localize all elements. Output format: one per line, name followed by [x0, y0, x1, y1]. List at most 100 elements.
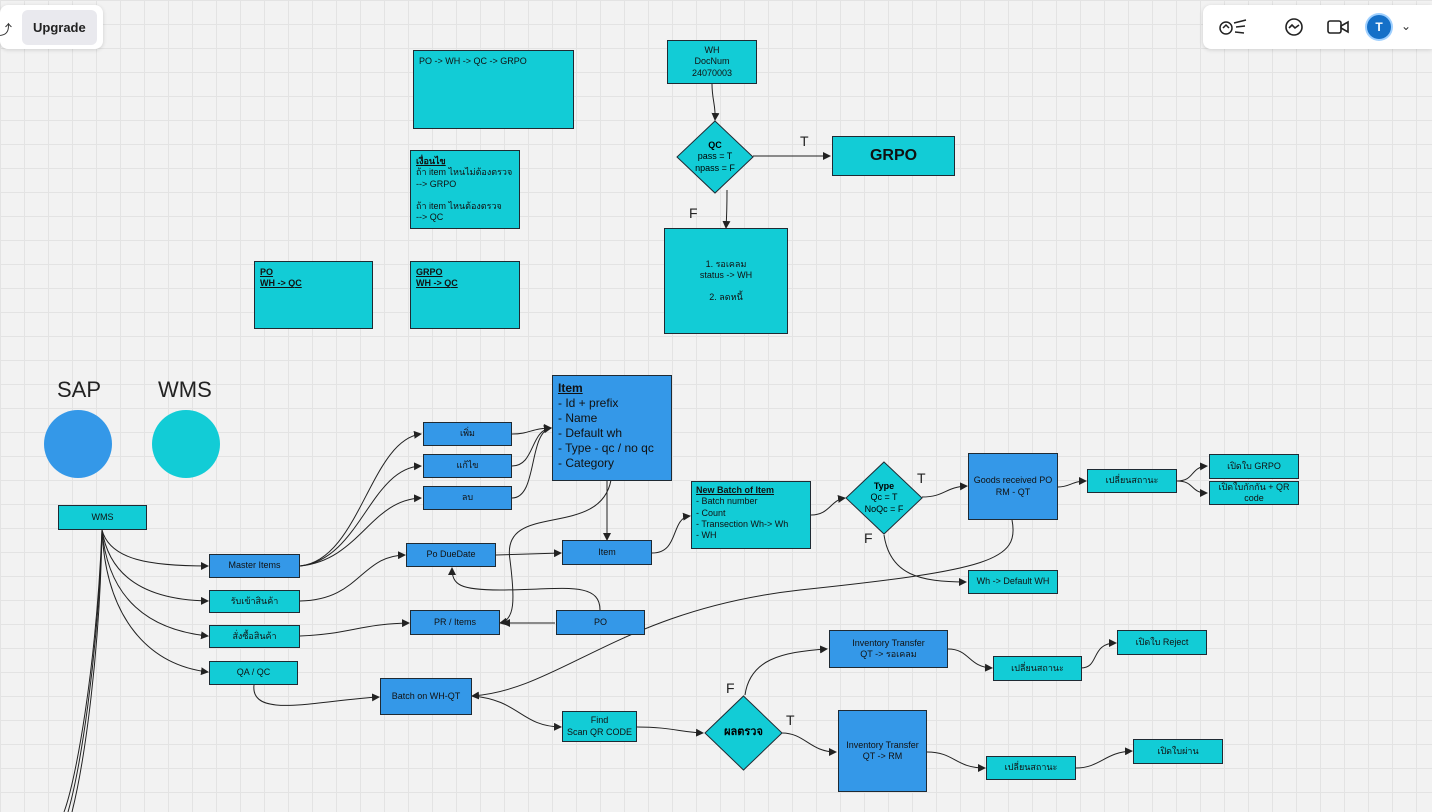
- result-true-label: T: [786, 712, 795, 728]
- node-text: เพิ่ม: [460, 428, 475, 439]
- node-text: QA / QC: [236, 667, 271, 678]
- grpo-node[interactable]: GRPO: [832, 136, 955, 176]
- node-text: PO: [593, 616, 607, 627]
- po-duedate-node[interactable]: Po DueDate: [406, 543, 496, 567]
- type-qc: Qc = T: [870, 492, 898, 503]
- sap-label: SAP: [57, 377, 102, 402]
- qc-pass: pass = T: [697, 151, 733, 162]
- inspection-result-decision[interactable]: ผลตรวจ: [704, 695, 783, 771]
- delete-node[interactable]: ลบ: [423, 486, 512, 510]
- open-pass-node[interactable]: เปิดใบผ่าน: [1133, 739, 1223, 764]
- order-goods-node[interactable]: สั่งซื้อสินค้า: [209, 625, 300, 648]
- goods-received-node[interactable]: Goods received PO RM - QT: [968, 453, 1058, 520]
- node-text: 1. รอเคลม status -> WH 2. ลดหนี้: [699, 258, 753, 303]
- wh-default-node[interactable]: Wh -> Default WH: [968, 570, 1058, 594]
- add-node[interactable]: เพิ่ม: [423, 422, 512, 446]
- node-text: เปลี่ยนสถานะ: [1105, 475, 1159, 486]
- qa-qc-node[interactable]: QA / QC: [209, 661, 298, 685]
- inventory-transfer-rm-node[interactable]: Inventory Transfer QT -> RM: [838, 710, 927, 792]
- node-text: เปิดใบกักกัน + QR code: [1218, 481, 1290, 503]
- qc-true-label: T: [800, 133, 809, 149]
- avatar[interactable]: T: [1367, 15, 1391, 39]
- wh-docnum-node[interactable]: WH DocNum 24070003: [667, 40, 757, 84]
- chat-icon[interactable]: [1283, 17, 1305, 37]
- item-node[interactable]: Item: [562, 540, 652, 565]
- left-toolbar: ⤴ Upgrade: [0, 5, 103, 49]
- node-text: เปิดใบ Reject: [1135, 636, 1189, 647]
- master-items-node[interactable]: Master Items: [209, 554, 300, 578]
- type-noqc: NoQc = F: [864, 503, 904, 514]
- chevron-down-icon[interactable]: ⌄: [1401, 19, 1412, 33]
- pr-items-node[interactable]: PR / Items: [410, 610, 500, 635]
- upgrade-button[interactable]: Upgrade: [22, 9, 97, 45]
- node-text: เปลี่ยนสถานะ: [1004, 762, 1058, 773]
- node-text: Po DueDate: [426, 549, 476, 560]
- diamond-shape: [704, 695, 783, 771]
- video-icon[interactable]: [1327, 17, 1349, 37]
- note-title: เงื่อนไข: [416, 156, 446, 166]
- edit-node[interactable]: แก้ไข: [423, 454, 512, 478]
- note-po-flow[interactable]: PO -> WH -> QC -> GRPO: [413, 50, 574, 129]
- qc-npass: npass = F: [695, 162, 735, 173]
- wms-circle[interactable]: [152, 410, 220, 478]
- po-node[interactable]: PO: [556, 610, 645, 635]
- diamond-shape: [676, 120, 754, 194]
- change-status-node-3[interactable]: เปลี่ยนสถานะ: [986, 756, 1076, 780]
- node-text: เปลี่ยนสถานะ: [1011, 662, 1064, 673]
- node-text: เปิดใบผ่าน: [1157, 745, 1199, 756]
- node-text: Inventory Transfer QT -> รอเคลม: [852, 637, 925, 659]
- node-text: WMS: [91, 511, 114, 522]
- item-title: Item: [558, 381, 583, 395]
- type-decision[interactable]: Type Qc = T NoQc = F: [845, 461, 923, 535]
- node-text: Item: [598, 546, 616, 557]
- result-false-label: F: [726, 680, 735, 696]
- new-batch-lines: - Batch number - Count - Transection Wh-…: [696, 496, 789, 540]
- receive-goods-node[interactable]: รับเข้าสินค้า: [209, 590, 300, 613]
- diamond-shape: [845, 461, 923, 535]
- share-icon[interactable]: ⤴: [0, 22, 12, 38]
- node-text: WH DocNum 24070003: [691, 45, 733, 78]
- qc-fail-node[interactable]: 1. รอเคลม status -> WH 2. ลดหนี้: [664, 228, 788, 334]
- new-batch-title: New Batch of Item: [696, 485, 775, 495]
- inventory-transfer-claim-node[interactable]: Inventory Transfer QT -> รอเคลม: [829, 630, 948, 668]
- wms-node[interactable]: WMS: [58, 505, 147, 530]
- open-reject-node[interactable]: เปิดใบ Reject: [1117, 630, 1207, 655]
- node-text: Inventory Transfer QT -> RM: [846, 739, 919, 761]
- node-text: เปิดใบ GRPO: [1227, 460, 1281, 471]
- open-quarantine-qr-node[interactable]: เปิดใบกักกัน + QR code: [1209, 481, 1299, 505]
- node-text: แก้ไข: [456, 460, 479, 471]
- qc-title: QC: [708, 140, 722, 151]
- qc-false-label: F: [689, 205, 698, 221]
- change-status-node-1[interactable]: เปลี่ยนสถานะ: [1087, 469, 1177, 493]
- node-text: ลบ: [461, 492, 474, 503]
- note-po-wh-qc[interactable]: PO WH -> QC: [254, 261, 373, 329]
- qc-decision[interactable]: QC pass = T npass = F: [676, 120, 754, 194]
- note-condition[interactable]: เงื่อนไข ถ้า item ไหนไม่ต้องตรวจ --> GRP…: [410, 150, 520, 229]
- type-title: Type: [873, 481, 895, 492]
- open-grpo-node[interactable]: เปิดใบ GRPO: [1209, 454, 1299, 479]
- type-true-label: T: [917, 470, 926, 486]
- node-text: รับเข้าสินค้า: [230, 595, 279, 606]
- note-text: ถ้า item ไหนไม่ต้องตรวจ --> GRPO ถ้า ite…: [416, 167, 513, 223]
- note-text: PO -> WH -> QC -> GRPO: [419, 56, 527, 66]
- sap-circle[interactable]: [44, 410, 112, 478]
- node-text: Wh -> Default WH: [976, 576, 1050, 587]
- node-text: Batch on WH-QT: [391, 690, 461, 701]
- node-text: สั่งซื้อสินค้า: [232, 630, 277, 641]
- item-lines: - Id + prefix - Name - Default wh - Type…: [558, 396, 654, 470]
- node-text: GRPO: [869, 147, 918, 164]
- note-grpo-wh-qc[interactable]: GRPO WH -> QC: [410, 261, 520, 329]
- wms-label: WMS: [158, 377, 212, 402]
- find-scan-node[interactable]: Find Scan QR CODE: [562, 711, 637, 742]
- reactions-icon[interactable]: [1218, 17, 1248, 37]
- inspection-result-title: ผลตรวจ: [724, 726, 763, 739]
- item-definition-node[interactable]: Item - Id + prefix - Name - Default wh -…: [552, 375, 672, 481]
- batch-wh-qt-node[interactable]: Batch on WH-QT: [380, 678, 472, 715]
- node-text: Goods received PO RM - QT: [973, 475, 1053, 497]
- change-status-node-2[interactable]: เปลี่ยนสถานะ: [993, 656, 1082, 681]
- right-toolbar: T ⌄: [1203, 5, 1432, 49]
- type-false-label: F: [864, 530, 873, 546]
- node-text: Find Scan QR CODE: [566, 715, 633, 737]
- node-text: Master Items: [228, 560, 281, 571]
- new-batch-node[interactable]: New Batch of Item - Batch number - Count…: [691, 481, 811, 549]
